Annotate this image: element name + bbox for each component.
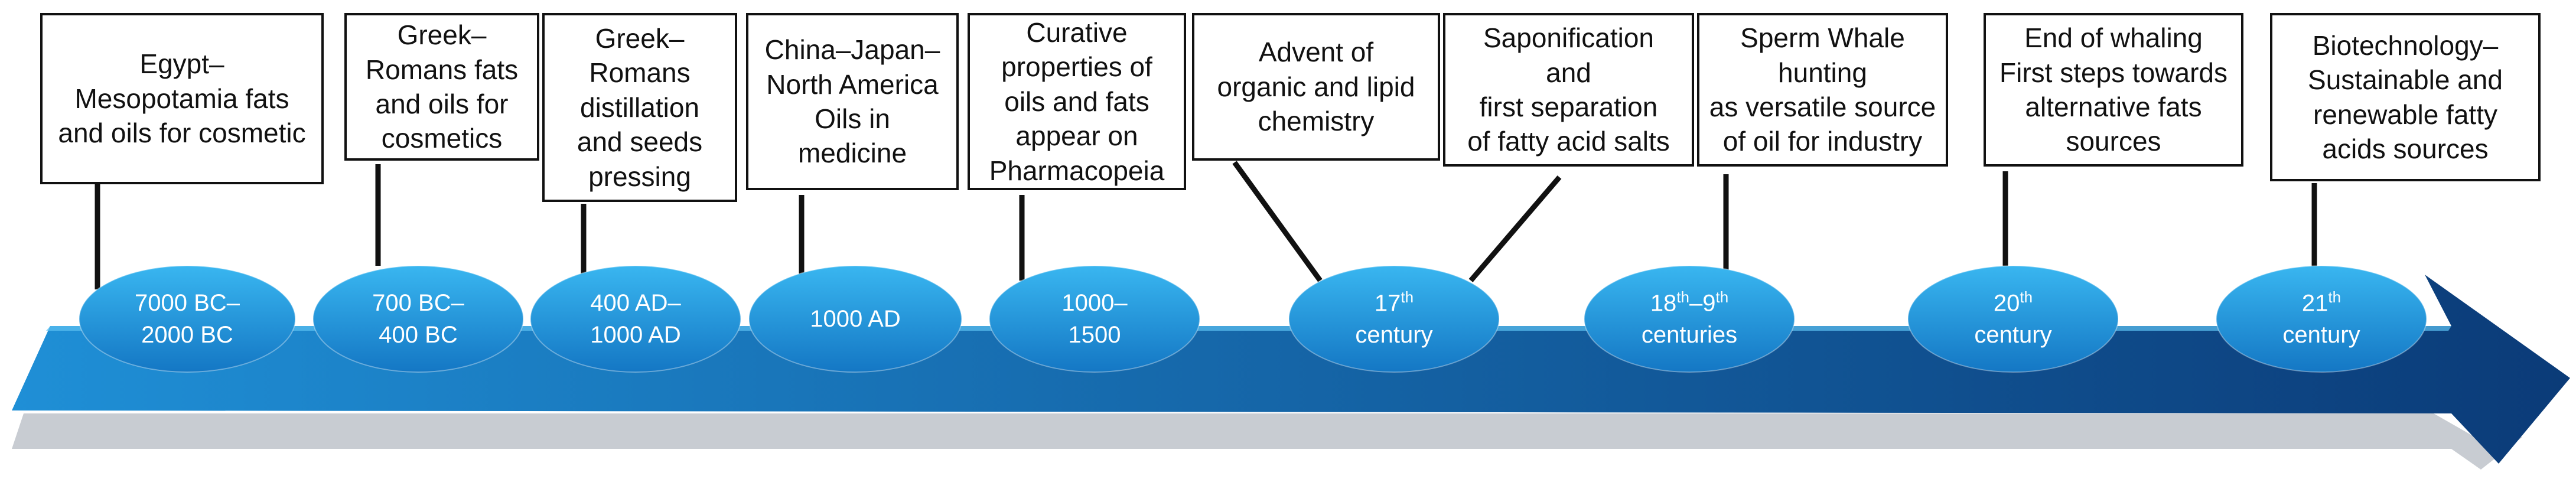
period-label: 20th century (1908, 266, 2118, 372)
period-label: 1000– 1500 (989, 266, 1200, 372)
period-label: 400 AD– 1000 AD (530, 266, 741, 372)
event-box: Saponification and first separation of f… (1443, 13, 1694, 167)
period-text: 700 BC– 400 BC (372, 290, 464, 348)
event-box: China–Japan– North America Oils in medic… (746, 13, 959, 190)
event-box: Greek– Romans fats and oils for cosmetic… (344, 13, 539, 161)
period-oval (312, 265, 524, 373)
event-text: Advent of organic and lipid chemistry (1217, 37, 1415, 137)
period-text: 21th century (2282, 288, 2360, 348)
event-box: Curative properties of oils and fats app… (968, 13, 1186, 190)
arrow-body (12, 275, 2570, 464)
period-ovals (79, 265, 2427, 373)
event-text: Egypt– Mesopotamia fats and oils for cos… (58, 48, 306, 149)
period-label: 17th century (1289, 266, 1499, 372)
event-text: Sperm Whale hunting as versatile source … (1709, 22, 1936, 157)
period-text: 7000 BC– 2000 BC (135, 290, 240, 348)
period-text: 18th–9th centuries (1641, 288, 1738, 348)
period-oval (530, 265, 741, 373)
event-text: Saponification and first separation of f… (1467, 22, 1670, 157)
period-label: 18th–9th centuries (1584, 266, 1795, 372)
period-oval (989, 265, 1200, 373)
event-box: Sperm Whale hunting as versatile source … (1697, 13, 1948, 167)
arrow-shadow (12, 413, 2522, 470)
period-oval (2216, 265, 2427, 373)
event-text: Greek– Romans fats and oils for cosmetic… (365, 19, 519, 154)
period-text: 1000 AD (810, 306, 901, 332)
event-box: Egypt– Mesopotamia fats and oils for cos… (40, 13, 324, 184)
period-oval (1907, 265, 2119, 373)
connector-lines (95, 142, 2317, 289)
period-text: 17th century (1355, 288, 1433, 348)
event-box: Greek– Romans distillation and seeds pre… (542, 13, 737, 202)
period-label: 700 BC– 400 BC (313, 266, 523, 372)
period-label: 1000 AD (749, 266, 962, 372)
event-box: Biotechnology– Sustainable and renewable… (2270, 13, 2541, 181)
event-text: China–Japan– North America Oils in medic… (764, 34, 940, 169)
period-text: 20th century (1974, 288, 2052, 348)
event-text: End of whaling First steps towards alter… (1999, 22, 2227, 157)
period-text: 400 AD– 1000 AD (590, 290, 681, 348)
event-text: Greek– Romans distillation and seeds pre… (577, 22, 703, 192)
period-label: 21th century (2216, 266, 2427, 372)
period-oval (1288, 265, 1500, 373)
connector-line (1232, 161, 1323, 282)
event-box: End of whaling First steps towards alter… (1984, 13, 2243, 167)
period-oval (79, 265, 296, 373)
period-label: 7000 BC– 2000 BC (79, 266, 295, 372)
event-text: Curative properties of oils and fats app… (989, 17, 1165, 186)
period-oval (748, 265, 962, 373)
period-oval (1584, 265, 1795, 373)
connector-line (1468, 175, 1562, 282)
event-text: Biotechnology– Sustainable and renewable… (2308, 30, 2503, 164)
event-box: Advent of organic and lipid chemistry (1192, 13, 1440, 161)
period-text: 1000– 1500 (1061, 290, 1128, 348)
